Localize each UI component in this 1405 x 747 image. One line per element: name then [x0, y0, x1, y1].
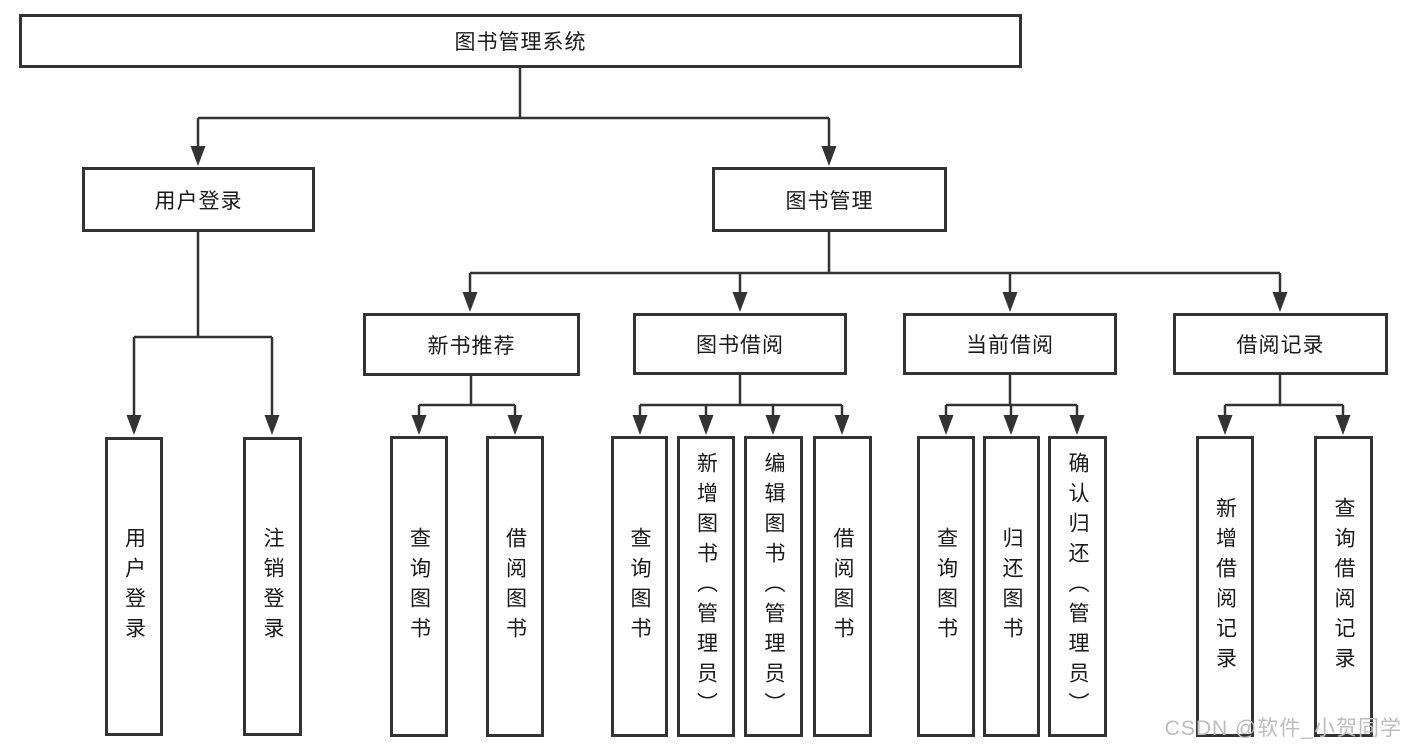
leaf-logout: 注销登录 — [243, 437, 302, 736]
node-label: 借阅记录 — [1236, 334, 1325, 357]
leaf-return-books: 归还图书 — [983, 436, 1040, 737]
node-user-login: 用户登录 — [82, 167, 315, 232]
leaf-label: 查询图书 — [628, 526, 651, 647]
leaf-label: 借阅图书 — [503, 526, 527, 647]
leaf-user-login: 用户登录 — [105, 437, 163, 736]
leaf-label: 归还图书 — [1000, 526, 1023, 647]
leaf-label: 新增图书（管理员） — [694, 451, 718, 722]
node-library-management-system: 图书管理系统 — [19, 14, 1022, 68]
node-label: 图书管理系统 — [454, 31, 587, 54]
node-label: 当前借阅 — [966, 334, 1054, 357]
leaf-query-books-recommend: 查询图书 — [390, 436, 448, 737]
node-label: 新书推荐 — [427, 334, 516, 358]
leaf-label: 用户登录 — [122, 526, 146, 647]
leaf-label: 注销登录 — [261, 526, 284, 647]
leaf-borrow-books: 借阅图书 — [813, 436, 872, 737]
leaf-label: 查询借阅记录 — [1332, 496, 1355, 677]
node-label: 图书管理 — [785, 189, 874, 213]
leaf-borrow-books-recommend: 借阅图书 — [486, 436, 544, 737]
leaf-add-books-admin: 新增图书（管理员） — [677, 436, 735, 737]
node-borrowing-records: 借阅记录 — [1173, 313, 1388, 375]
leaf-label: 确认归还（管理员） — [1066, 451, 1089, 722]
leaf-label: 借阅图书 — [831, 526, 854, 647]
leaf-confirm-return-admin: 确认归还（管理员） — [1048, 436, 1107, 737]
node-current-borrowing: 当前借阅 — [903, 313, 1117, 375]
node-label: 用户登录 — [154, 189, 243, 213]
leaf-query-books-current: 查询图书 — [917, 436, 975, 737]
leaf-label: 查询图书 — [407, 526, 431, 647]
node-book-management: 图书管理 — [712, 167, 947, 232]
node-book-borrowing: 图书借阅 — [633, 313, 847, 375]
leaf-label: 编辑图书（管理员） — [762, 451, 785, 722]
leaf-query-books-borrowing: 查询图书 — [611, 436, 668, 737]
node-label: 图书借阅 — [696, 334, 784, 357]
leaf-query-borrow-record: 查询借阅记录 — [1314, 436, 1373, 737]
leaf-add-borrow-record: 新增借阅记录 — [1196, 436, 1254, 737]
node-new-book-recommendation: 新书推荐 — [363, 313, 580, 376]
leaf-edit-books-admin: 编辑图书（管理员） — [744, 436, 803, 737]
leaf-label: 查询图书 — [934, 526, 958, 647]
leaf-label: 新增借阅记录 — [1213, 496, 1237, 677]
